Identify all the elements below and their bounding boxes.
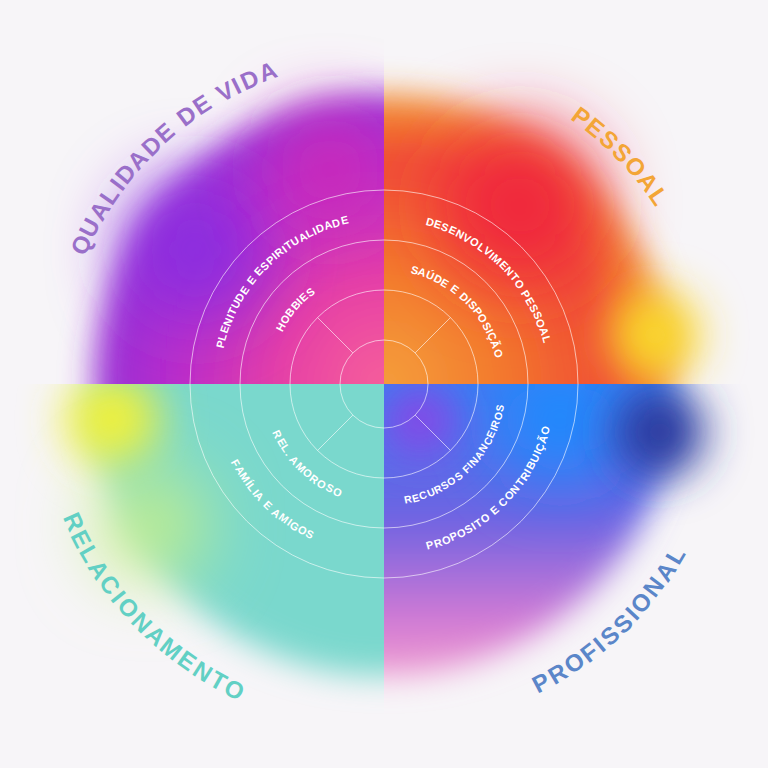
color-blob (64, 384, 160, 468)
area-label: REL. AMOROSO (269, 427, 345, 500)
ring (190, 190, 578, 578)
quadrant-fill (384, 384, 705, 676)
divider-line (318, 318, 353, 353)
quadrant-glow (94, 94, 384, 384)
quadrant-area: PROFISSIONALRECURSOS FINANCEIROSPROPOSIT… (384, 384, 768, 768)
divider-line (415, 415, 450, 450)
area-label: HOBBIES (273, 284, 318, 335)
area-label: FAMÍLIA E AMIGOS (228, 455, 318, 543)
life-area-band: REL. AMOROSO (267, 425, 347, 502)
life-area-band: HOBBIES (271, 282, 320, 337)
divider-line (318, 415, 353, 450)
area-label: PROPOSITO E CONTRIBUIÇÃO (422, 422, 554, 553)
life-area-band: RECURSOS FINANCEIROS (398, 398, 509, 509)
divider-line (415, 318, 450, 353)
color-blob (610, 290, 700, 380)
area-label: SAÚDE E DISPOSIÇÃO (407, 262, 506, 361)
life-area-band: SAÚDE E DISPOSIÇÃO (405, 260, 508, 363)
quadrant-area: QUALIDADE DE VIDAPLENITUDE E ESPIRITUALI… (0, 0, 384, 384)
color-blob (275, 115, 384, 225)
color-blob (615, 387, 705, 477)
quadrant-fill (94, 94, 384, 384)
label-letter: E (244, 274, 258, 288)
quadrant-fill (384, 94, 700, 384)
area-label: RECURSOS FINANCEIROS (400, 400, 507, 507)
color-blob (385, 385, 455, 455)
color-blob (440, 125, 600, 285)
quadrant-fill (64, 384, 384, 676)
ring (290, 290, 478, 478)
quadrant-heading: PESSOAL (565, 100, 674, 213)
wheel-rings (190, 190, 578, 578)
quadrant-heading: RELACIONAMENTO (56, 505, 252, 707)
quadrant-heading: QUALIDADE DE VIDA (64, 55, 284, 262)
quadrant-area: RELACIONAMENTOREL. AMOROSOFAMÍLIA E AMIG… (0, 384, 384, 768)
ring (340, 340, 428, 428)
quadrant-area: PESSOALDESENVOLVIMENTO PESSOALSAÚDE E DI… (384, 0, 768, 384)
ring (240, 240, 528, 528)
life-area-band: FAMÍLIA E AMIGOS (226, 453, 320, 545)
life-area-band: PROPOSITO E CONTRIBUIÇÃO (420, 420, 556, 555)
quadrant-heading: PROFISSIONAL (525, 540, 691, 700)
